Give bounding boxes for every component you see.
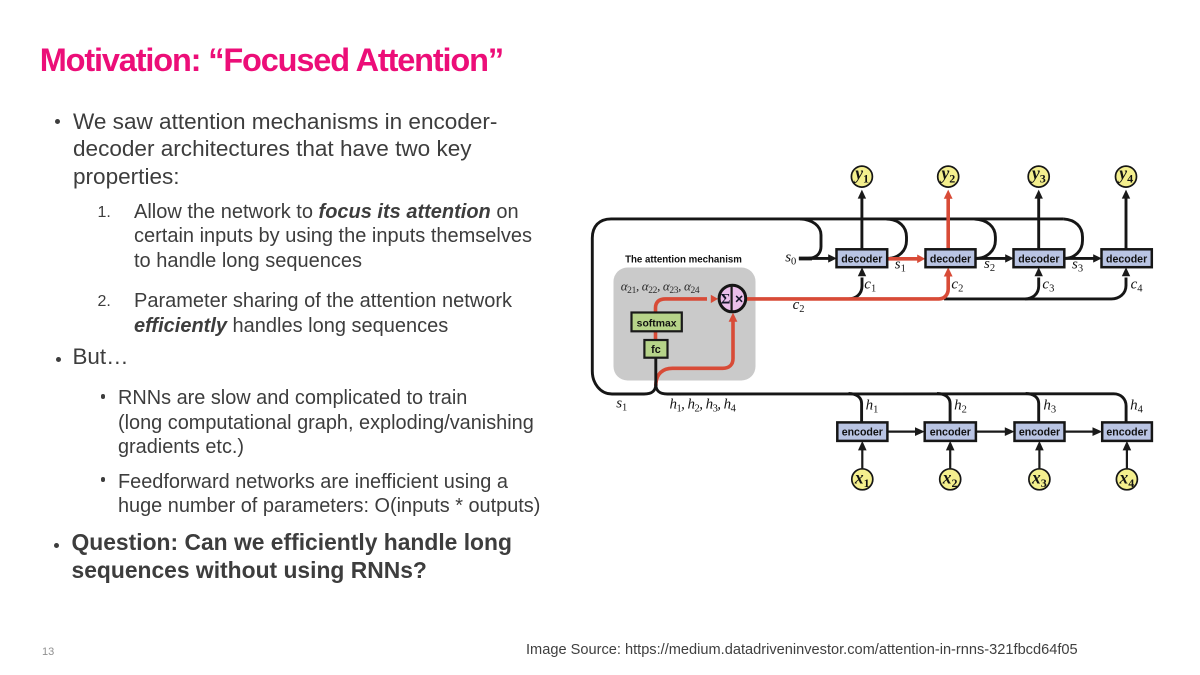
svg-text:encoder: encoder [842,427,883,439]
svg-text:h2: h2 [954,398,967,416]
svg-text:s3: s3 [1072,257,1083,275]
svg-text:encoder: encoder [1106,427,1147,439]
svg-text:fc: fc [651,344,661,356]
svg-text:y4: y4 [1117,163,1133,186]
svg-text:h4: h4 [1130,398,1144,416]
svg-text:decoder: decoder [841,253,882,265]
svg-text:c1: c1 [864,276,876,294]
svg-text:×: × [735,290,743,306]
svg-text:h1: h1 [866,398,879,416]
svg-text:s2: s2 [984,256,995,274]
svg-text:decoder: decoder [1018,253,1059,265]
svg-text:encoder: encoder [1019,427,1060,439]
svg-text:c2: c2 [793,297,805,315]
svg-text:s0: s0 [785,250,796,268]
svg-text:decoder: decoder [930,253,971,265]
svg-text:s1: s1 [616,396,627,414]
svg-text:Σ: Σ [721,292,730,308]
svg-text:softmax: softmax [637,318,677,329]
svg-text:The attention mechanism: The attention mechanism [625,255,742,266]
svg-text:y1: y1 [853,163,869,186]
svg-text:y2: y2 [940,163,956,186]
svg-text:y3: y3 [1030,163,1046,186]
svg-text:s1: s1 [895,257,906,275]
svg-text:c2: c2 [951,276,963,294]
svg-text:c4: c4 [1131,276,1144,294]
svg-text:α21, α22, α23, α24: α21, α22, α23, α24 [621,279,700,297]
svg-text:decoder: decoder [1106,253,1147,265]
svg-text:h1, h2, h3, h4: h1, h2, h3, h4 [670,396,737,414]
svg-text:c3: c3 [1042,276,1054,294]
svg-text:h3: h3 [1043,398,1056,416]
svg-text:encoder: encoder [930,427,971,439]
